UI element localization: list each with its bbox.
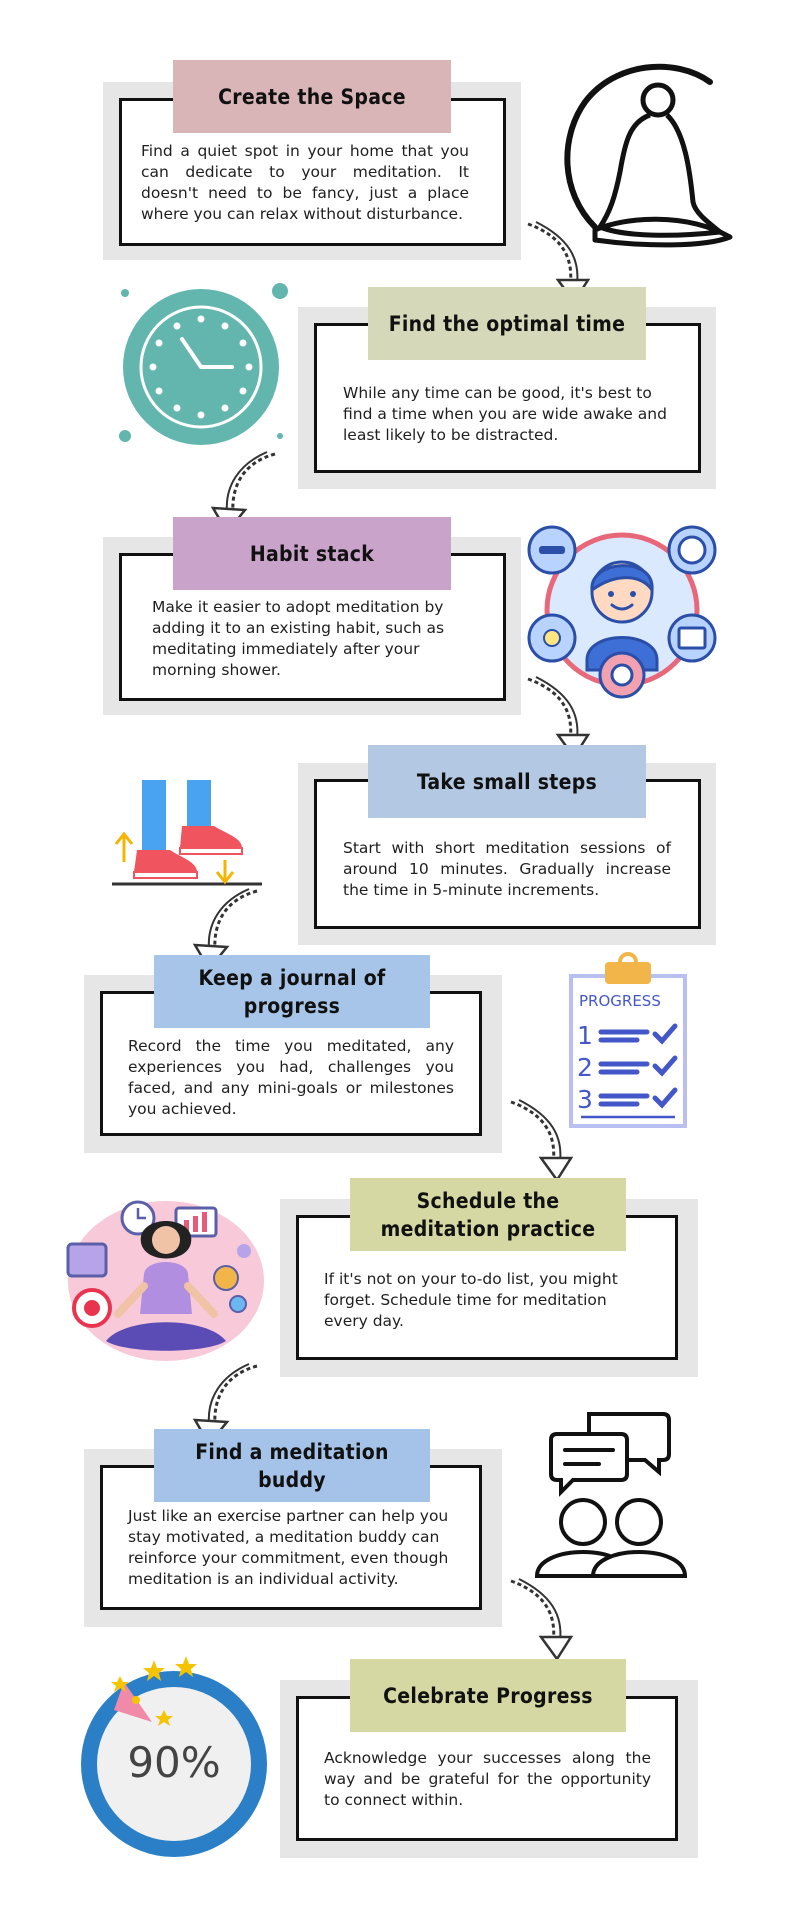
meditation-silhouette-icon (555, 62, 735, 252)
celebration-percent-icon: 90% (74, 1652, 274, 1864)
progress-item-3: 3 (577, 1085, 593, 1114)
step-text: Start with short meditation sessions of … (343, 839, 671, 899)
step-title: Find a meditation buddy (154, 1429, 430, 1502)
progress-checklist-icon: PROGRESS 1 2 3 (567, 952, 689, 1130)
walking-steps-icon (112, 780, 262, 892)
curved-arrow-icon (505, 1096, 575, 1184)
progress-item-2: 2 (577, 1053, 593, 1082)
step-text: Record the time you meditated, any exper… (128, 1037, 454, 1118)
step-title: Keep a journal of progress (154, 955, 430, 1028)
step-title: Find the optimal time (368, 287, 646, 360)
step-title: Habit stack (173, 517, 451, 590)
step-title: Schedule the meditation practice (350, 1178, 626, 1251)
habit-person-icon (527, 510, 717, 708)
step-text: Make it easier to adopt meditation by ad… (152, 598, 445, 679)
step-title: Create the Space (173, 60, 451, 133)
step-text: Just like an exercise partner can help y… (128, 1507, 449, 1588)
step-text: Acknowledge your successes along the way… (324, 1749, 651, 1809)
step-title: Take small steps (368, 745, 646, 818)
meditating-woman-icon (56, 1196, 268, 1364)
clock-icon (112, 276, 292, 456)
percent-label: 90% (127, 1738, 221, 1787)
progress-item-1: 1 (577, 1021, 593, 1050)
chat-people-icon (533, 1410, 689, 1578)
step-text: While any time can be good, it's best to… (343, 384, 667, 444)
step-title: Celebrate Progress (350, 1659, 626, 1732)
curved-arrow-icon (505, 1575, 575, 1663)
step-text: If it's not on your to-do list, you migh… (324, 1270, 618, 1330)
step-text: Find a quiet spot in your home that you … (141, 142, 469, 223)
progress-title: PROGRESS (579, 992, 661, 1010)
